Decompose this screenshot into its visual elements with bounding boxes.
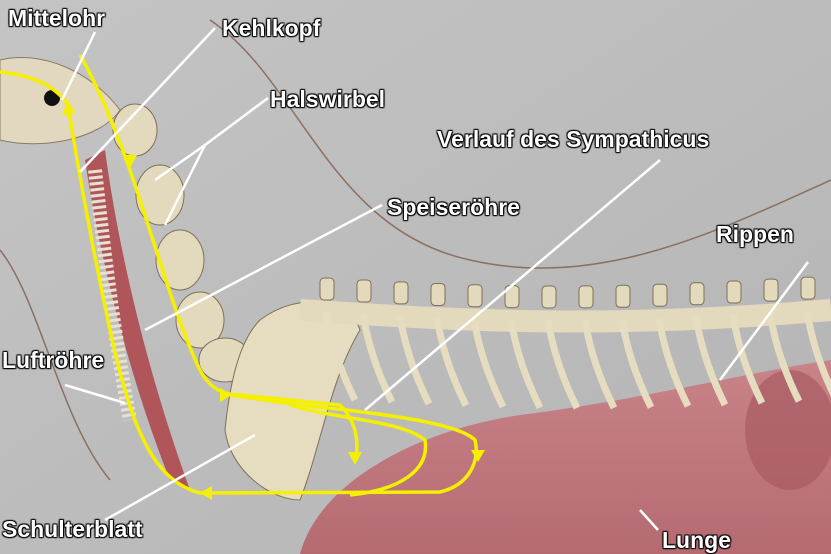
rib bbox=[544, 319, 581, 410]
vertebra bbox=[430, 282, 446, 306]
rib bbox=[433, 316, 470, 408]
arrow-icon bbox=[348, 452, 362, 465]
rib bbox=[766, 312, 803, 403]
rib bbox=[322, 311, 359, 402]
arrow-icon bbox=[220, 388, 232, 402]
label-sympathicus: Verlauf des Sympathicus bbox=[437, 126, 710, 152]
vertebra bbox=[615, 284, 631, 308]
leader-lines bbox=[60, 27, 810, 531]
arrow-icon bbox=[62, 100, 75, 115]
rib bbox=[581, 319, 618, 410]
vertebra bbox=[689, 282, 705, 306]
arrow-icon bbox=[124, 155, 137, 168]
vertebrae bbox=[319, 276, 816, 309]
arrow-icon bbox=[471, 450, 485, 462]
rib bbox=[396, 315, 433, 406]
rib bbox=[655, 317, 692, 408]
label-rippen: Rippen bbox=[716, 221, 794, 247]
label-speiseroehre: Speiseröhre bbox=[387, 194, 520, 220]
rib bbox=[359, 313, 396, 404]
ribs bbox=[322, 310, 831, 410]
rib bbox=[729, 314, 766, 405]
rib bbox=[507, 319, 544, 410]
label-mittelohr: Mittelohr bbox=[8, 5, 106, 31]
vertebra bbox=[652, 283, 668, 307]
rib bbox=[692, 316, 729, 407]
vertebra bbox=[726, 280, 742, 304]
vertebra bbox=[763, 278, 779, 302]
label-halswirbel: Halswirbel bbox=[270, 86, 386, 112]
vertebra bbox=[541, 285, 557, 309]
lung-muscle-area bbox=[300, 360, 831, 554]
label-kehlkopf: Kehlkopf bbox=[222, 15, 321, 41]
vertebra bbox=[356, 279, 372, 303]
arrow-icon bbox=[200, 486, 212, 500]
vertebra bbox=[578, 285, 594, 309]
arrowheads bbox=[62, 100, 485, 500]
label-lunge: Lunge bbox=[662, 527, 731, 553]
rib bbox=[470, 318, 507, 409]
rib bbox=[618, 318, 655, 409]
vertebra bbox=[393, 281, 409, 305]
ear-opening bbox=[44, 90, 60, 106]
vertebra bbox=[319, 277, 335, 301]
thoracic-spine bbox=[299, 299, 831, 333]
vertebra bbox=[800, 276, 816, 300]
label-schulterblatt: Schulterblatt bbox=[2, 516, 143, 542]
rib bbox=[803, 310, 831, 397]
vertebra bbox=[467, 284, 483, 308]
label-luftroehre: Luftröhre bbox=[2, 347, 105, 373]
neck-muscle bbox=[85, 150, 190, 490]
body-contour bbox=[209, 19, 831, 269]
shoulder-muscle bbox=[745, 370, 831, 490]
neck-contour bbox=[0, 249, 111, 481]
